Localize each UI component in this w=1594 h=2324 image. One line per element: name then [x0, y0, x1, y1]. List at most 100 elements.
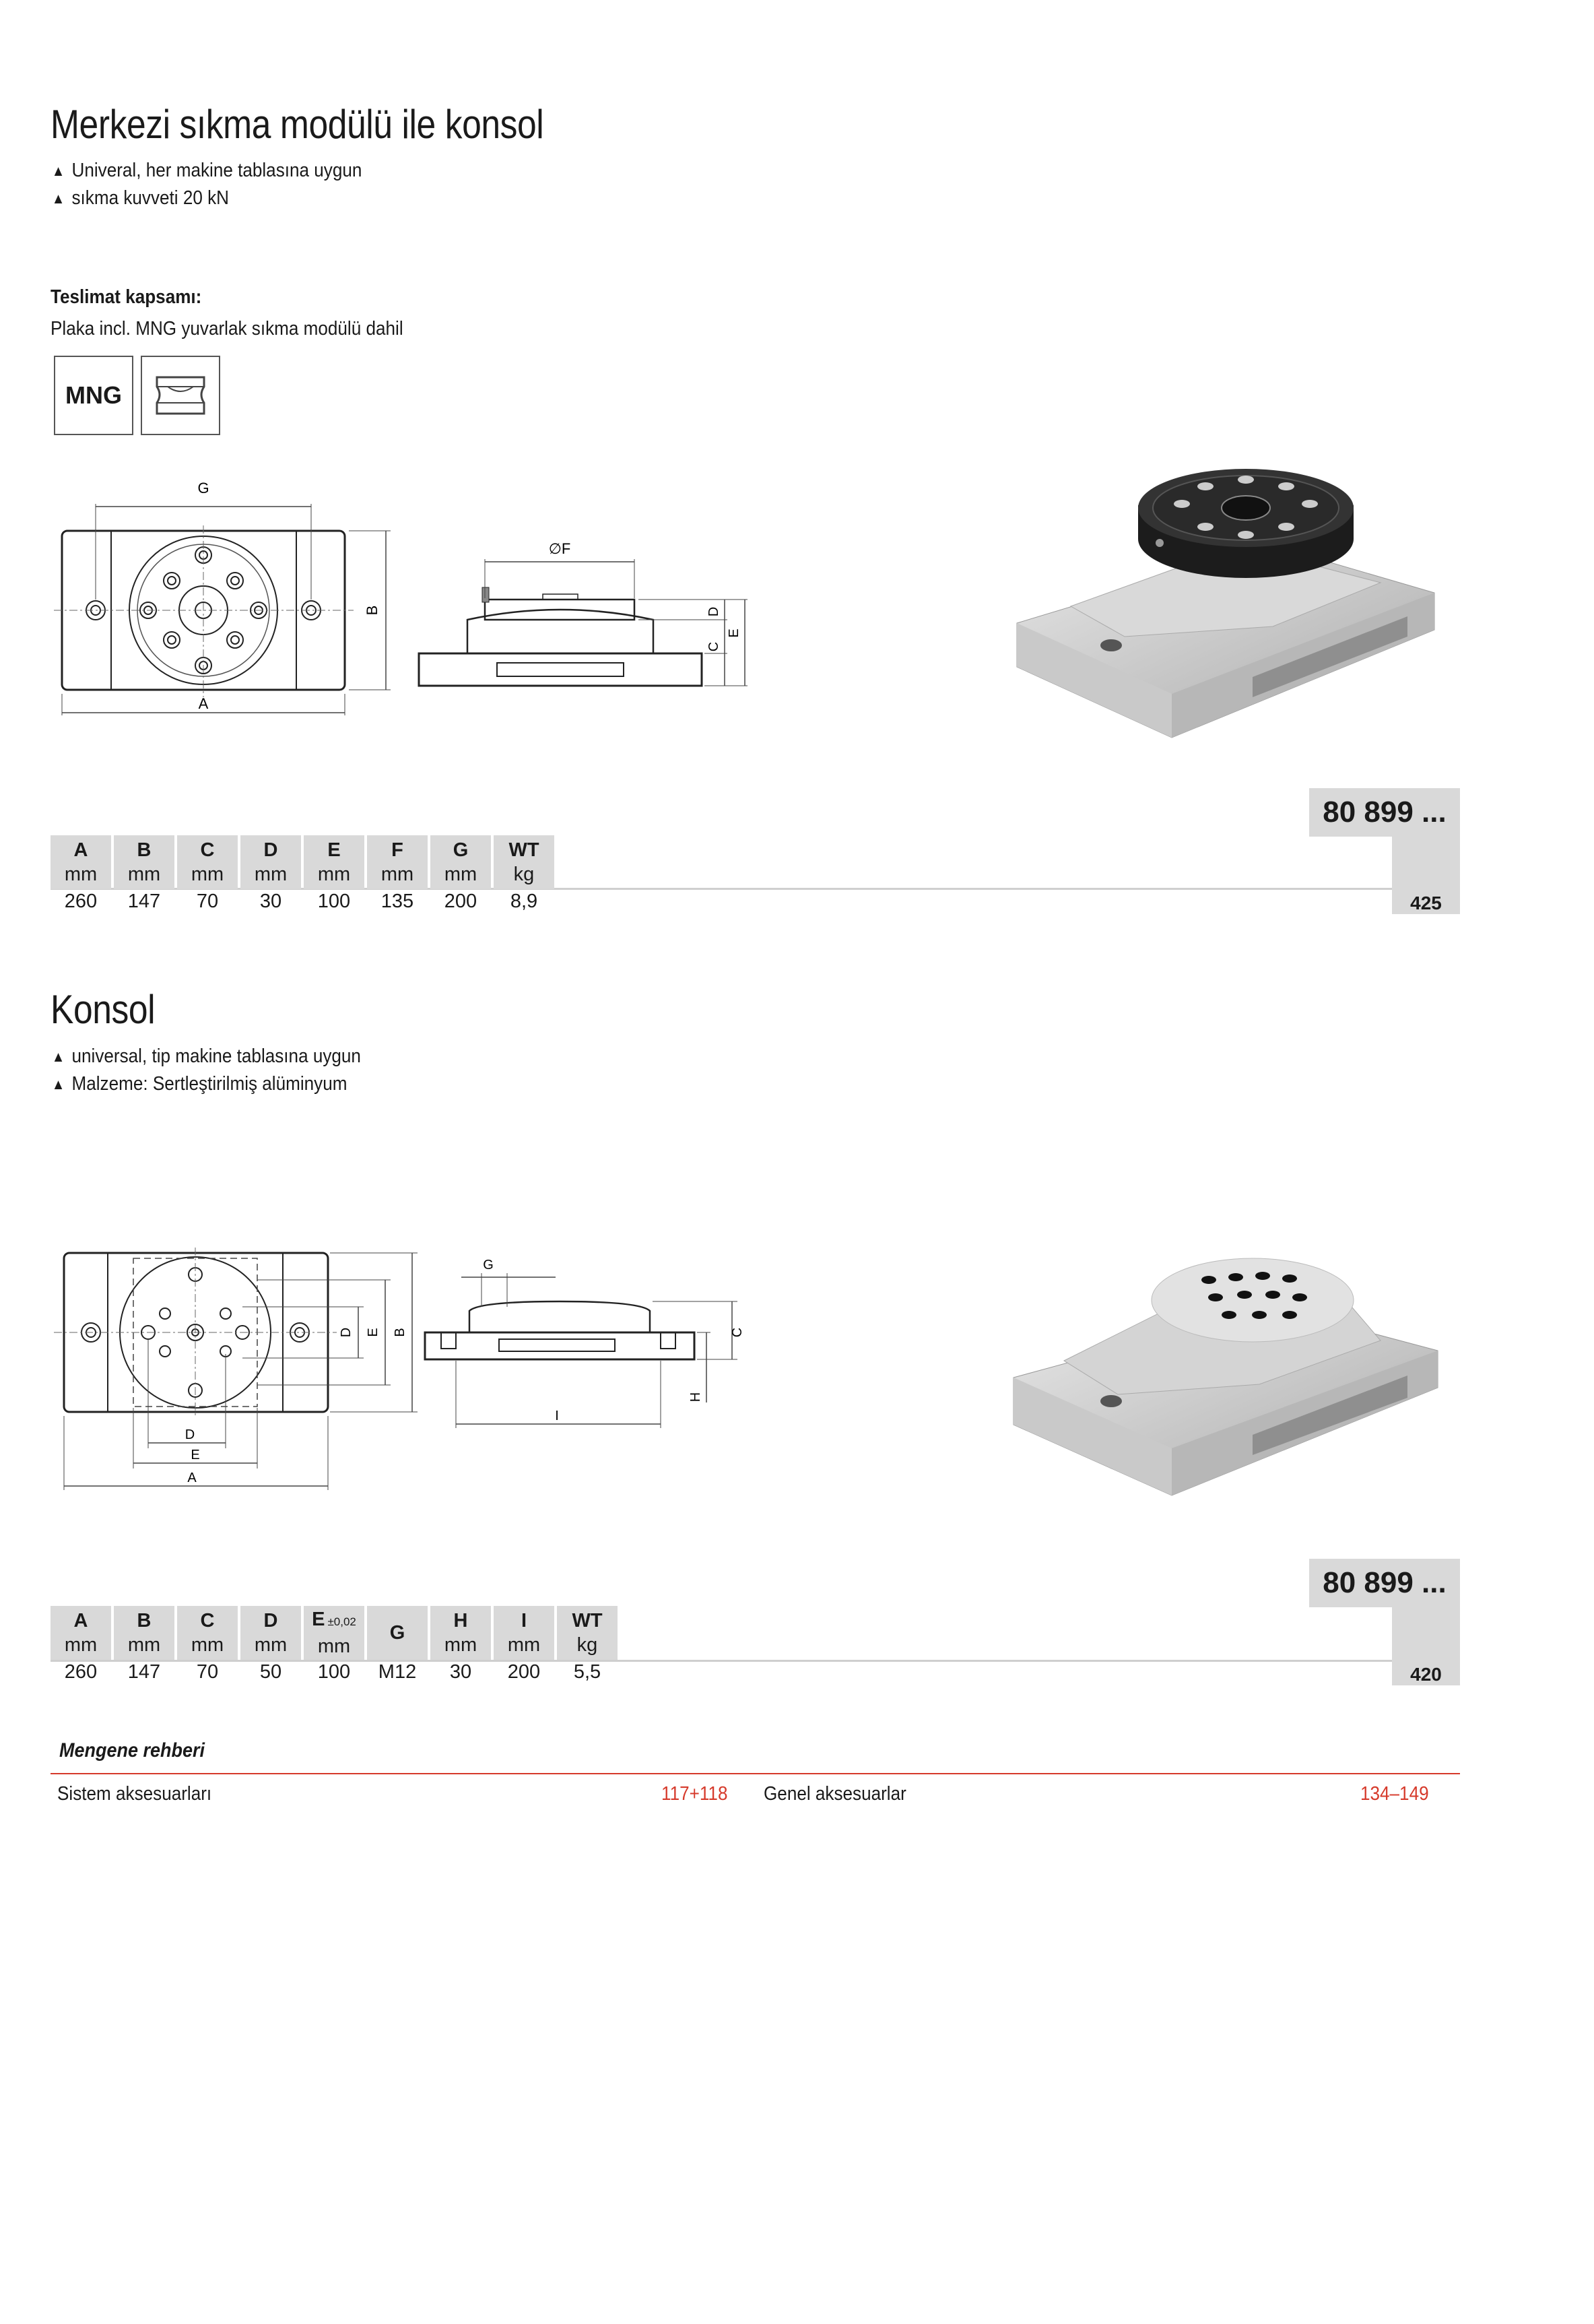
dim-label-F: ∅F — [549, 540, 571, 557]
header-key: G — [389, 1622, 405, 1644]
product-image-console — [1013, 1258, 1438, 1496]
table-cell: 100 — [317, 891, 351, 912]
dim-label-A: A — [199, 695, 209, 712]
table-cell: 200 — [507, 1661, 541, 1683]
dim-label-B2: B — [393, 1328, 407, 1336]
header-unit: mm — [317, 1636, 351, 1657]
table-cell: 260 — [64, 1661, 98, 1683]
dim-label-D2: D — [339, 1328, 354, 1337]
section2-bullets: universal, tip makine tablasına uygun Ma… — [51, 1043, 361, 1098]
header-unit: mm — [191, 1634, 224, 1656]
dim-label-B: B — [364, 606, 380, 616]
header-unit: mm — [317, 864, 351, 885]
footer-link-label[interactable]: Genel aksesuarlar — [764, 1783, 906, 1805]
footer-link-pages[interactable]: 117+118 — [661, 1783, 728, 1805]
footer-link-label[interactable]: Sistem aksesuarları — [57, 1783, 212, 1805]
drawing-side-view-1: ∅F D C E — [418, 540, 748, 687]
header-key: B — [137, 1610, 152, 1632]
table-cell: 50 — [259, 1661, 282, 1683]
table-cell: M12 — [378, 1661, 417, 1683]
header-unit: kg — [576, 1634, 598, 1656]
header-unit: kg — [513, 864, 535, 885]
table-rule-2 — [51, 1660, 1392, 1662]
side-box-2 — [1392, 1607, 1460, 1685]
clamp-module-icon — [141, 356, 220, 435]
footer-red-rule — [51, 1773, 1460, 1774]
dim-label-E2b: E — [191, 1448, 199, 1462]
header-unit: mm — [444, 864, 477, 885]
table-cell: 70 — [196, 1661, 219, 1683]
dim-label-C2: C — [730, 1328, 745, 1337]
table-cell: 8,9 — [510, 891, 538, 912]
table-cell: 100 — [317, 1661, 351, 1683]
footer-heading: Mengene rehberi — [59, 1739, 205, 1762]
header-unit: mm — [444, 1634, 477, 1656]
page-ref-1: 425 — [1410, 893, 1442, 913]
header-key: C — [200, 1610, 215, 1632]
header-unit: mm — [64, 1634, 98, 1656]
table-cell: 260 — [64, 891, 98, 912]
section1-bullet: Univeral, her makine tablasına uygun — [51, 157, 362, 185]
header-key: A — [73, 1610, 88, 1632]
section2-title: Konsol — [51, 987, 156, 1032]
drawing-top-view-1: G A B — [54, 480, 391, 715]
header-key: G — [453, 839, 469, 861]
dim-label-A2: A — [187, 1471, 197, 1485]
dim-label-G2: G — [483, 1258, 494, 1272]
table-cell: 30 — [259, 891, 282, 912]
page-ref-2: 420 — [1410, 1664, 1442, 1685]
header-key: B — [137, 839, 152, 861]
delivery-text: Plaka incl. MNG yuvarlak sıkma modülü da… — [51, 318, 403, 340]
header-tolerance: ±0,02 — [327, 1615, 356, 1628]
header-key: C — [200, 839, 215, 861]
table-rule-1 — [51, 888, 1392, 890]
dim-label-E: E — [727, 628, 741, 637]
header-key: WT — [508, 839, 539, 861]
header-key: H — [453, 1610, 468, 1632]
mng-badge-label: MNG — [65, 381, 122, 409]
header-unit: mm — [64, 864, 98, 885]
table-cell: 70 — [196, 891, 219, 912]
footer-link-pages[interactable]: 134–149 — [1360, 1783, 1429, 1805]
order-number-1: 80 899 ... — [1309, 788, 1460, 837]
header-unit: mm — [254, 1634, 288, 1656]
table-cell: 147 — [127, 891, 161, 912]
table-cell: 5,5 — [573, 1661, 601, 1683]
section2-bullet: universal, tip makine tablasına uygun — [51, 1043, 361, 1070]
table-header-cell: WT kg — [494, 835, 554, 889]
dim-label-D: D — [706, 607, 721, 616]
order-number-2: 80 899 ... — [1309, 1559, 1460, 1607]
drawing-side-view-2: G C H I — [424, 1258, 745, 1428]
dim-label-C: C — [706, 642, 721, 651]
table-cell: 30 — [449, 1661, 472, 1683]
table-cell: 135 — [380, 891, 414, 912]
header-unit: mm — [254, 864, 288, 885]
dim-label-E2: E — [366, 1328, 380, 1336]
product-image-console-with-module — [1016, 469, 1435, 738]
header-key: WT — [572, 1610, 603, 1632]
header-unit: mm — [507, 1634, 541, 1656]
drawing-top-view-2: D E B D E A — [54, 1248, 418, 1490]
dim-label-G: G — [197, 480, 209, 496]
section1-bullets: Univeral, her makine tablasına uygun sık… — [51, 157, 362, 212]
header-key: E — [312, 1609, 325, 1630]
header-key: D — [263, 1610, 278, 1632]
mng-badge: MNG — [54, 356, 133, 435]
section1-bullet: sıkma kuvveti 20 kN — [51, 185, 362, 212]
dim-label-I2: I — [555, 1409, 559, 1423]
